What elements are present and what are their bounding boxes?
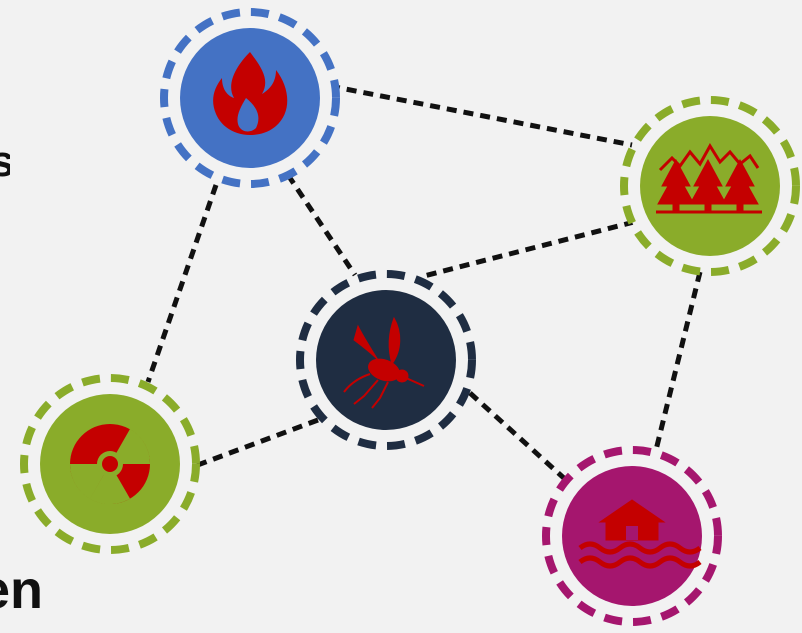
- connector-forest-insect: [419, 219, 635, 280]
- mosquito-icon: [343, 316, 425, 409]
- connector-fire-radiation: [145, 184, 219, 383]
- cut-off-text-bottom: en: [0, 560, 44, 620]
- node-insect[interactable]: [296, 270, 476, 450]
- fire-icon: [213, 52, 288, 135]
- connector-fire-insect: [285, 173, 358, 277]
- radiation-icon: [69, 424, 151, 505]
- flood-house-icon: [578, 499, 702, 569]
- connector-forest-flood: [653, 271, 703, 451]
- connector-insect-radiation: [194, 417, 319, 469]
- cut-off-text-left: s: [0, 140, 10, 184]
- node-radiation[interactable]: [20, 374, 200, 554]
- connector-fire-forest: [329, 83, 633, 148]
- node-flood[interactable]: [542, 446, 722, 626]
- connector-insect-flood: [468, 391, 568, 482]
- connectors: [145, 83, 703, 482]
- node-forest[interactable]: [620, 96, 800, 276]
- forest-icon: [656, 143, 762, 214]
- node-fire[interactable]: [160, 8, 340, 188]
